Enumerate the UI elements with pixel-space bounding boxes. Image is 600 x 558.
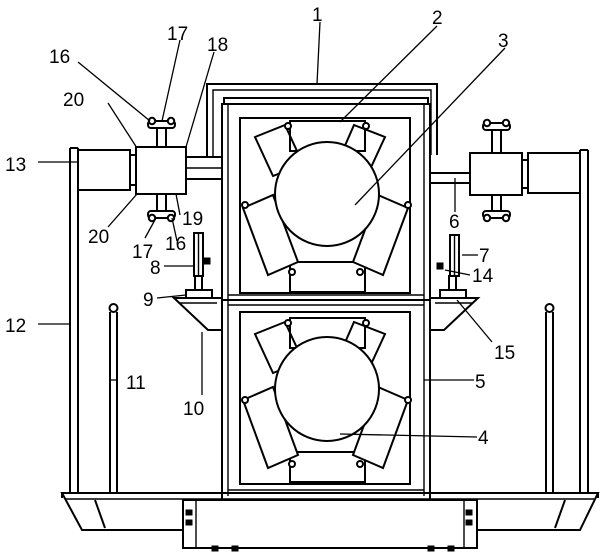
bottom-block [182,499,478,552]
callout-20-top: 20 [63,90,84,111]
callout-16-bottom: 16 [165,234,186,255]
leader-lines [38,21,506,438]
side-frame-right [579,149,589,493]
callout-1: 1 [312,5,323,26]
callout-14: 14 [472,266,494,287]
callout-10: 10 [183,399,204,420]
callout-6: 6 [449,212,460,233]
callout-12: 12 [5,316,26,337]
left-bracket [171,232,223,331]
callout-13: 13 [5,155,26,176]
callout-20-bottom: 20 [88,227,109,248]
post-left [108,303,119,493]
side-frame-left [69,147,79,493]
right-actuator [429,118,581,223]
post-right [544,303,555,493]
callout-7: 7 [479,246,490,267]
callout-18: 18 [207,35,228,56]
callout-16-top: 16 [49,47,70,68]
callout-2: 2 [432,8,443,29]
callout-3: 3 [498,31,509,52]
upper-roller-assembly [241,120,412,293]
right-bracket [429,234,481,331]
callout-17-bottom: 17 [132,242,153,263]
callout-15: 15 [494,343,515,364]
callout-5: 5 [475,372,486,393]
callout-8: 8 [150,258,161,279]
callout-17-top: 17 [167,24,188,45]
callout-19: 19 [182,209,203,230]
callout-labels: 1 2 3 4 5 6 7 8 9 10 11 12 13 14 15 16 1… [5,5,515,449]
left-actuator [77,116,223,223]
callout-4: 4 [478,428,489,449]
callout-11: 11 [126,373,146,394]
lower-roller-assembly [241,317,412,483]
callout-9: 9 [143,290,154,311]
